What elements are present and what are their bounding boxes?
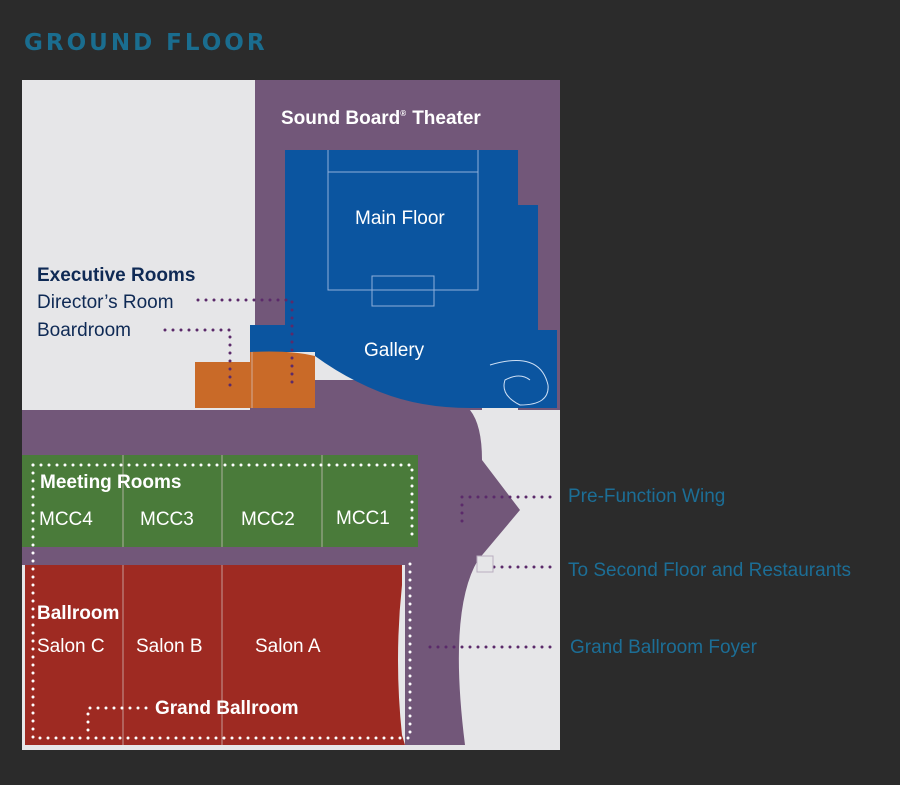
ballroom-outline xyxy=(31,463,412,740)
meeting-rooms-heading: Meeting Rooms xyxy=(40,472,181,493)
gallery-label: Gallery xyxy=(364,340,425,361)
theater-lobby xyxy=(255,80,560,150)
theater-walls xyxy=(327,150,549,406)
pre-function-leader xyxy=(460,495,552,528)
pre-function-wing-label: Pre-Function Wing xyxy=(568,486,725,507)
ballroom-area xyxy=(25,565,405,745)
salon-c-label: Salon C xyxy=(37,636,105,657)
directors-room-label: Director’s Room xyxy=(37,292,174,313)
meeting-rooms-area xyxy=(22,455,418,547)
directors-room-leader xyxy=(196,298,294,390)
executive-rooms-heading: Executive Rooms xyxy=(37,265,195,286)
mcc3-label: MCC3 xyxy=(140,509,194,530)
mcc2-label: MCC2 xyxy=(241,509,295,530)
salon-a-label: Salon A xyxy=(255,636,321,657)
executive-rooms-area xyxy=(195,351,315,408)
mcc1-label: MCC1 xyxy=(336,508,390,529)
ballroom-heading: Ballroom xyxy=(37,603,119,624)
map-title: GROUND FLOOR xyxy=(24,30,268,56)
boardroom-label: Boardroom xyxy=(37,320,131,341)
grand-ballroom-label: Grand Ballroom xyxy=(155,698,299,719)
theater-label: Sound Board®Theater xyxy=(281,108,481,129)
theater-area xyxy=(250,150,557,408)
mcc4-label: MCC4 xyxy=(39,509,93,530)
main-floor-label: Main Floor xyxy=(355,208,445,229)
grand-ballroom-foyer-label: Grand Ballroom Foyer xyxy=(570,637,758,658)
second-floor-label: To Second Floor and Restaurants xyxy=(568,560,851,581)
stair-icon xyxy=(476,555,494,573)
boardroom-leader xyxy=(163,328,232,390)
salon-b-label: Salon B xyxy=(136,636,203,657)
